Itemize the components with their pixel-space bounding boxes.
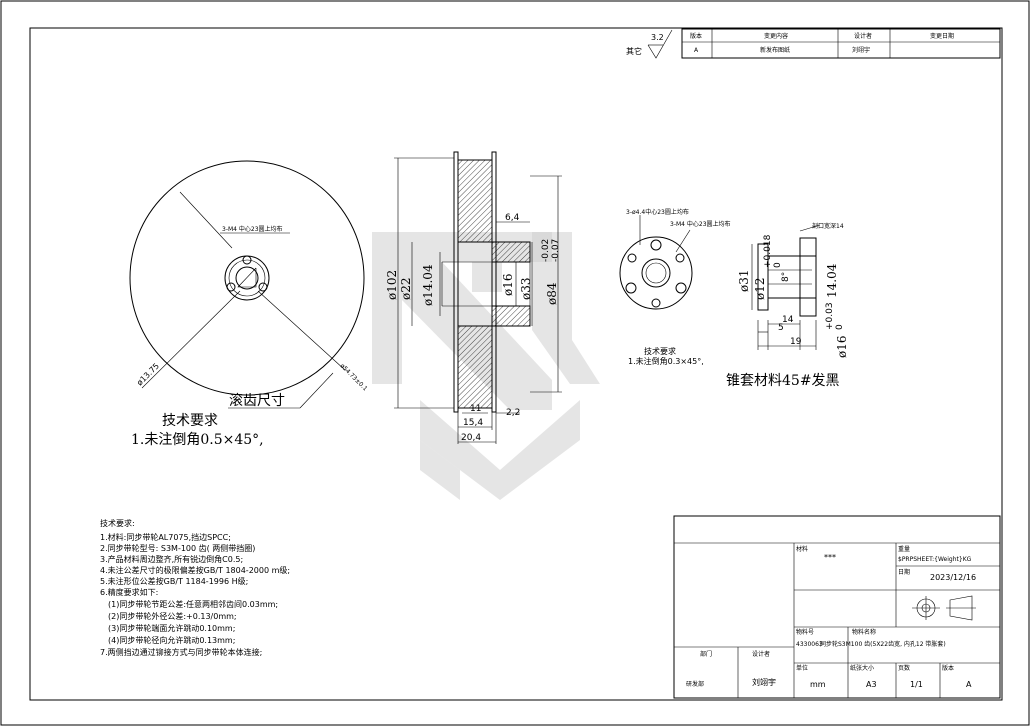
requirements-title: 技术要求: [100, 518, 135, 528]
dim-d102: ø102 [385, 270, 399, 300]
bushing-note1: 3-ø4.4中心23圆上均布 [626, 208, 689, 216]
tb-part-no-label: 物料号 [796, 628, 814, 636]
front-tech-title: 技术要求 [162, 413, 218, 429]
rev-cell-version: A [694, 47, 699, 54]
requirement-1: 1.材料:同步带轮AL7075,挡边SPCC; [100, 532, 231, 542]
bushing-d12-tol: +0.018 [763, 234, 773, 268]
tb-material-value: *** [824, 553, 836, 562]
requirement-5: 5.未注形位公差按GB/T 1184-1996 H级; [100, 576, 248, 586]
requirement-6-1: (1)同步带轮节距公差:任意两相邻齿间0.03mm; [108, 599, 278, 609]
bushing-dim-5: 5 [778, 323, 784, 333]
surface-finish-label: 其它 [626, 46, 642, 56]
requirement-3: 3.产品材料周边整齐,所有锐边倒角C0.5; [100, 554, 243, 564]
bushing-dim-19: 19 [790, 337, 802, 347]
bushing-note2: 3-M4 中心23圆上均布 [670, 220, 731, 228]
requirement-4: 4.未注公差尺寸的极限偏差按GB/T 1804-2000 m级; [100, 565, 290, 575]
dim-204: 20,4 [461, 433, 481, 443]
bushing-material: 锥套材料45#发黑 [726, 373, 840, 389]
front-view: 3-M4 中心23圆上均布 ø13.75 ø54.73±0.1 滚齿尺寸 技术要… [129, 160, 369, 448]
bushing-tech-note: 1.未注倒角0.3×45°, [628, 356, 704, 366]
rev-header-content: 变更内容 [764, 32, 788, 40]
bushing-d1404: 14.04 [825, 263, 839, 298]
tb-unit-label: 单位 [796, 664, 808, 672]
tb-dept-value: 研发部 [686, 680, 704, 688]
front-tooth-label: 滚齿尺寸 [229, 392, 285, 409]
requirement-6-3: (3)同步带轮端面允许跳动0.10mm; [108, 623, 235, 633]
requirement-7: 7.两侧挡边通过铆接方式与同步带轮本体连接; [100, 647, 262, 657]
dim-d84-tol-lower: -0.07 [551, 239, 561, 262]
tb-paper-label: 纸张大小 [850, 664, 874, 672]
bushing-d12-tol-lower: 0 [773, 262, 783, 268]
rev-header-version: 版本 [690, 32, 702, 40]
tb-weight-label: 重量 [898, 545, 910, 553]
bushing-dim-14: 14 [782, 315, 794, 325]
tb-part-name-value: 同步轮S3M100 齿(5X22齿宽, 内孔12 带胀套) [820, 640, 946, 648]
bushing-slot-note: 剖口宽深14 [812, 222, 844, 230]
requirements-list: 技术要求: 1.材料:同步带轮AL7075,挡边SPCC; 2.同步带轮型号: … [100, 518, 290, 657]
dim-d22: ø22 [399, 278, 413, 301]
requirement-6-4: (4)同步带轮径向允许跳动0.13mm; [108, 635, 235, 645]
dim-d33: ø33 [519, 278, 533, 301]
dim-d84: ø84 [545, 282, 559, 305]
revision-table: 版本 变更内容 设计者 变更日期 A 新发布图纸 刘翊宇 [681, 28, 1001, 59]
bushing-d8: 8° [781, 272, 791, 282]
surface-finish-symbol: 其它 3.2 [626, 29, 673, 59]
tb-version-label: 版本 [942, 664, 954, 672]
front-hole-note: 3-M4 中心23圆上均布 [222, 225, 283, 233]
tb-unit-value: mm [810, 680, 826, 689]
tb-version-value: A [966, 680, 972, 689]
front-pcd-label: ø54.73±0.1 [339, 362, 369, 392]
dim-d14: ø14.04 [421, 264, 435, 306]
inner-frame [29, 27, 1003, 701]
tb-paper-value: A3 [866, 680, 877, 689]
rev-cell-designer: 刘翊宇 [852, 46, 870, 54]
section-view: ø102 ø22 ø14.04 ø16 ø33 ø84 -0.02 -0.07 … [385, 151, 562, 444]
dim-d84-tol-upper: -0.02 [541, 239, 551, 262]
dim-154: 15,4 [463, 418, 483, 428]
tb-date-label: 日期 [898, 568, 910, 576]
requirement-6-2: (2)同步带轮外径公差:+0.13/0mm; [108, 611, 237, 621]
rev-cell-content: 新发布图纸 [760, 46, 790, 54]
tb-designer-label: 设计者 [752, 650, 770, 658]
requirement-2: 2.同步带轮型号: S3M-100 齿( 两侧带挡圈) [100, 543, 255, 553]
bushing-d16-tol-lower: 0 [835, 324, 845, 330]
tb-date-value: 2023/12/16 [930, 573, 976, 582]
tb-page-label: 页数 [898, 664, 910, 672]
rev-header-designer: 设计者 [854, 32, 872, 40]
front-tech-note: 1.未注倒角0.5×45°, [131, 432, 264, 448]
dim-64: 6,4 [505, 213, 520, 223]
tb-designer-value: 刘翊宇 [752, 677, 776, 687]
dim-22: 2,2 [506, 408, 520, 418]
dim-d16: ø16 [501, 274, 515, 297]
surface-finish-value: 3.2 [651, 33, 664, 42]
bushing-d16-tol: +0.03 [825, 302, 835, 330]
tb-weight-value: $PRPSHEET:{Weight}KG [898, 556, 972, 563]
title-block: 材料 *** 重量 $PRPSHEET:{Weight}KG 日期 2023/1… [673, 515, 1001, 699]
front-dia-label: ø13.75 [135, 361, 161, 387]
tb-part-name-label: 物料名称 [852, 628, 876, 636]
rev-header-date: 变更日期 [930, 32, 954, 40]
bushing-tech-title: 技术要求 [644, 346, 676, 356]
bushing-d16: ø16 [835, 336, 849, 359]
tb-page-value: 1/1 [910, 680, 923, 689]
bushing-view: 3-ø4.4中心23圆上均布 3-M4 中心23圆上均布 技术要求 1.未注倒角… [619, 208, 849, 389]
bushing-d12: ø12 [753, 278, 767, 301]
tb-dept-label: 部门 [700, 650, 712, 658]
dim-11: 11 [470, 404, 481, 414]
requirement-6: 6.精度要求如下: [100, 587, 158, 597]
tb-part-no-value: 4330063 [796, 641, 823, 648]
bushing-d31: ø31 [737, 270, 751, 293]
tb-material-label: 材料 [796, 545, 808, 553]
